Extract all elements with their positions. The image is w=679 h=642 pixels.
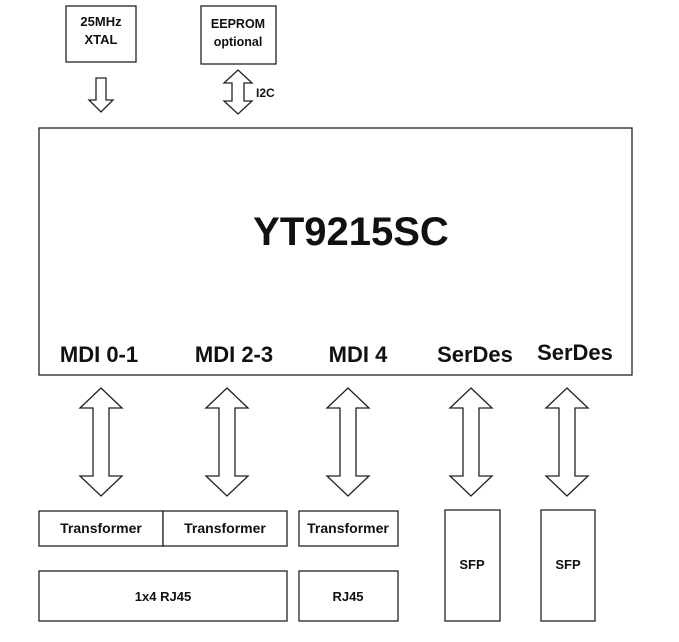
xtal-block: 25MHz XTAL: [65, 5, 137, 63]
i2c-double-arrow: [222, 69, 254, 115]
i2c-label: I2C: [256, 86, 275, 100]
port-label-mdi-2-3: MDI 2-3: [195, 342, 273, 367]
rj45-quad-label: 1x4 RJ45: [135, 589, 191, 604]
rj45-single-box: [298, 570, 399, 622]
xtal-label-line2: XTAL: [85, 32, 118, 47]
port-label-serdes-1: SerDes: [437, 342, 513, 367]
sfp-label-2: SFP: [555, 557, 581, 572]
serdes-2-double-arrow: [544, 387, 590, 497]
eeprom-label-line2: optional: [214, 35, 263, 49]
eeprom-label-line1: EEPROM: [211, 17, 265, 31]
eeprom-box: [200, 5, 277, 65]
rj45-quad-box: [38, 570, 288, 622]
port-label-serdes-2: SerDes: [537, 340, 613, 365]
mdi-4-double-arrow: [325, 387, 371, 497]
xtal-box: [65, 5, 137, 63]
transformer-box-3: [298, 510, 399, 547]
chip-title: YT9215SC: [253, 210, 449, 254]
transformer-label-3: Transformer: [307, 520, 389, 536]
rj45-single-label: RJ45: [332, 589, 363, 604]
transformer-label-2: Transformer: [184, 520, 266, 536]
sfp-label-1: SFP: [459, 557, 485, 572]
sfp-box-1: [444, 509, 501, 622]
xtal-down-arrow: [87, 77, 115, 113]
transformer-label-1: Transformer: [60, 520, 142, 536]
sfp-box-2: [540, 509, 596, 622]
port-label-mdi-4: MDI 4: [329, 342, 388, 367]
mdi-0-1-double-arrow: [78, 387, 124, 497]
port-label-mdi-0-1: MDI 0-1: [60, 342, 138, 367]
serdes-1-double-arrow: [448, 387, 494, 497]
eeprom-block: EEPROM optional: [200, 5, 277, 65]
chip-box: [38, 127, 633, 376]
xtal-label-line1: 25MHz: [80, 14, 122, 29]
transformer-box-2: [162, 510, 288, 547]
mdi-2-3-double-arrow: [204, 387, 250, 497]
